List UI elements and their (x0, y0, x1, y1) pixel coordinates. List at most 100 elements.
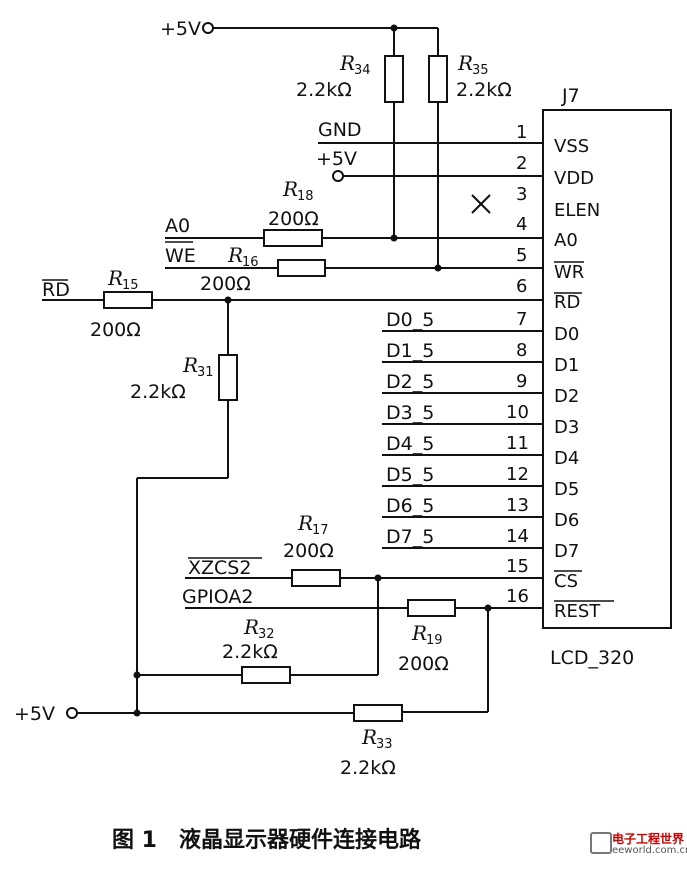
supply-top-label: +5V (160, 18, 201, 40)
signal-d1: D1_5 (386, 340, 434, 362)
terminal-top-5v (202, 22, 214, 34)
watermark-url: eeworld.com.cn (612, 845, 687, 856)
r18-sub: 18 (297, 189, 314, 204)
pin-num: 5 (516, 245, 527, 266)
resistor-r17 (291, 569, 341, 587)
signal-d2: D2_5 (386, 371, 434, 393)
signal-gpioa2: GPIOA2 (182, 586, 254, 608)
pin-name: D7 (554, 541, 579, 562)
pin-name: RD (554, 292, 580, 313)
signal-xzcs2: XZCS2 (188, 557, 251, 579)
r17-name: R (297, 511, 313, 535)
pin-num: 2 (516, 153, 527, 174)
signal-d4: D4_5 (386, 433, 434, 455)
r16-sub: 16 (242, 255, 259, 270)
pin-num: 7 (516, 309, 527, 330)
resistor-bodies (103, 55, 456, 722)
pin-num: 11 (506, 433, 529, 454)
r16-value: 200Ω (200, 273, 251, 295)
pin-num: 14 (506, 526, 529, 547)
signal-d5: D5_5 (386, 464, 434, 486)
signal-d0: D0_5 (386, 309, 434, 331)
pin-num: 10 (506, 402, 529, 423)
r34-name: R (339, 51, 355, 75)
pin-num: 16 (506, 586, 529, 607)
pin-name: D0 (554, 324, 579, 345)
resistor-r16 (277, 259, 326, 277)
r31-name: R (182, 353, 198, 377)
resistor-r33 (353, 704, 403, 722)
pin-name: D6 (554, 510, 579, 531)
signal-a0: A0 (165, 215, 190, 237)
pin-num: 15 (506, 556, 529, 577)
r15-value: 200Ω (90, 319, 141, 341)
r15-sub: 15 (122, 278, 139, 293)
pin-num: 12 (506, 464, 529, 485)
pin-num: 9 (516, 371, 527, 392)
resistor-r19 (407, 599, 456, 617)
watermark-badge-icon (590, 832, 612, 854)
resistor-r35 (428, 55, 448, 103)
figure-number: 图 1 (112, 828, 157, 853)
pin-num: 8 (516, 340, 527, 361)
r32-value: 2.2kΩ (222, 641, 278, 663)
pin-num: 4 (516, 214, 527, 235)
r34-value: 2.2kΩ (296, 79, 352, 101)
connector-ref: J7 (561, 85, 580, 107)
r18-name: R (282, 177, 298, 201)
r19-sub: 19 (426, 633, 443, 648)
r15-name: R (107, 266, 123, 290)
pin-num: 13 (506, 495, 529, 516)
r17-sub: 17 (312, 523, 329, 538)
r32-name: R (243, 615, 259, 639)
signal-d3: D3_5 (386, 402, 434, 424)
r35-sub: 35 (472, 63, 489, 78)
r17-value: 200Ω (283, 540, 334, 562)
terminal-vdd-5v (332, 170, 344, 182)
pin-num: 1 (516, 122, 527, 143)
pin-name: VSS (554, 136, 589, 157)
r33-value: 2.2kΩ (340, 757, 396, 779)
r35-name: R (457, 51, 473, 75)
resistor-r34 (384, 55, 404, 103)
gnd-label: GND (318, 119, 362, 141)
watermark-logo: 电子工程世界 (612, 832, 685, 846)
pin-numbers: 1 2 3 4 5 6 7 8 9 10 11 12 13 14 15 16 (506, 122, 529, 607)
r31-sub: 31 (197, 365, 214, 380)
pin-name: D3 (554, 417, 579, 438)
r19-value: 200Ω (398, 653, 449, 675)
supply-vdd-label: +5V (316, 148, 357, 170)
r18-value: 200Ω (268, 208, 319, 230)
pin-name: D2 (554, 386, 579, 407)
r19-name: R (411, 621, 427, 645)
pin-name: WR (554, 262, 584, 283)
r35-value: 2.2kΩ (456, 79, 512, 101)
watermark: 电子工程世界 eeworld.com.cn (590, 830, 687, 862)
resistor-r18 (263, 229, 323, 247)
signal-labels: A0 WE RD D0_5 D1_5 D2_5 D3_5 D4_5 D5_5 D… (42, 215, 434, 608)
resistor-r15 (103, 291, 153, 309)
figure-title: 液晶显示器硬件连接电路 (178, 828, 421, 853)
r32-sub: 32 (258, 627, 275, 642)
pin-name: CS (554, 571, 578, 592)
pin-name: D1 (554, 355, 579, 376)
overbars (42, 241, 614, 602)
r33-name: R (361, 725, 377, 749)
pin-name: REST (554, 601, 601, 622)
lcd-connector-box (542, 109, 672, 629)
terminal-bottom-5v (66, 707, 78, 719)
signal-rd: RD (42, 279, 70, 301)
pin-name: D5 (554, 479, 579, 500)
resistor-labels: R 34 2.2kΩ R 35 2.2kΩ R 18 200Ω R 16 200… (90, 51, 512, 779)
resistor-r31 (218, 354, 238, 401)
r16-name: R (227, 243, 243, 267)
junctions (133, 24, 492, 717)
r31-value: 2.2kΩ (130, 381, 186, 403)
pin-name: VDD (554, 168, 594, 189)
signal-d6: D6_5 (386, 495, 434, 517)
pin-num: 3 (516, 184, 527, 205)
pin-name: D4 (554, 448, 579, 469)
r34-sub: 34 (354, 63, 371, 78)
pin-name: ELEN (554, 200, 600, 221)
